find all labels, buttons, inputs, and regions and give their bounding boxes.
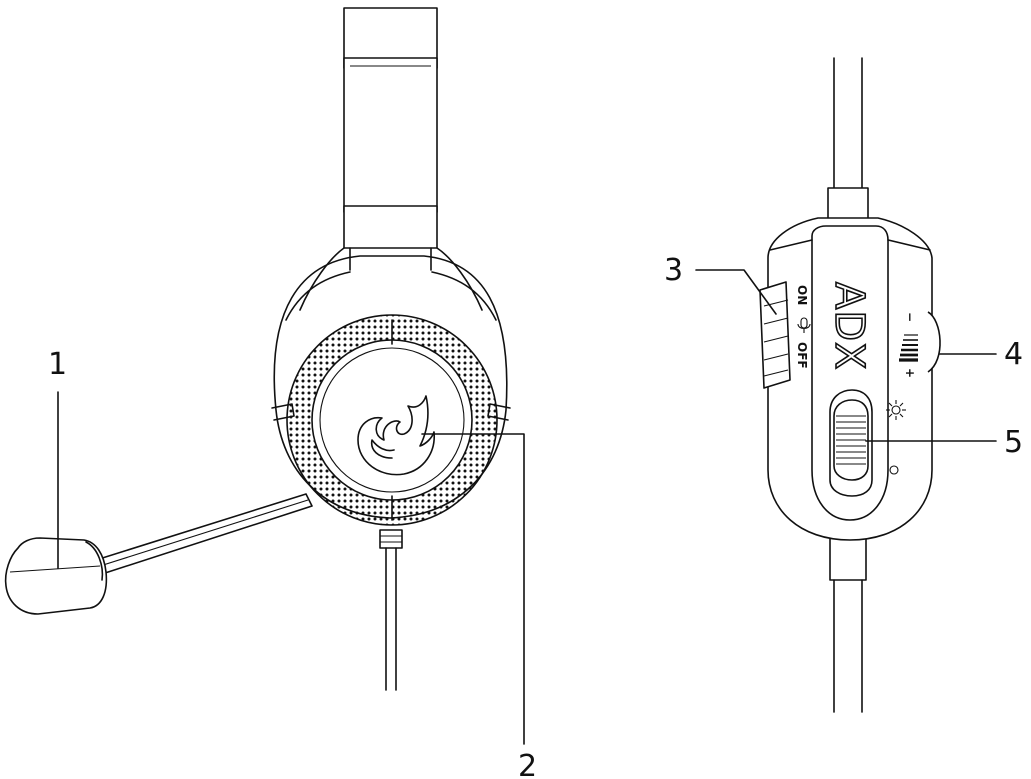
volume-wheel[interactable] [927,311,941,373]
mic-switch[interactable] [759,281,791,389]
callout-2-leader [421,433,525,745]
callout-1: 1 [48,347,67,382]
volume-minus-label: − [903,312,917,322]
volume-plus-label: + [903,368,917,378]
headset-cable [379,529,403,691]
sun-icon [886,400,906,420]
callout-4: 4 [1004,337,1023,372]
headset [4,7,511,691]
microphone-boom [4,493,313,615]
callout-3-leader [695,269,777,315]
flame-icon [357,395,435,476]
callout-5: 5 [1004,425,1023,460]
microphone-icon [797,317,811,333]
mic-on-label: ON [795,285,809,305]
callouts: 1 2 3 4 5 [48,253,1023,779]
speaker-grille [286,314,498,526]
headband [343,7,438,249]
inline-remote: ON OFF ADX − + [759,57,941,713]
light-slider[interactable] [829,389,873,497]
volume-level-icon [899,334,918,362]
led-indicator [889,465,899,475]
callout-2: 2 [518,749,537,779]
mic-off-label: OFF [795,342,809,369]
callout-3: 3 [664,253,683,288]
brand-logo: ADX [826,282,872,371]
